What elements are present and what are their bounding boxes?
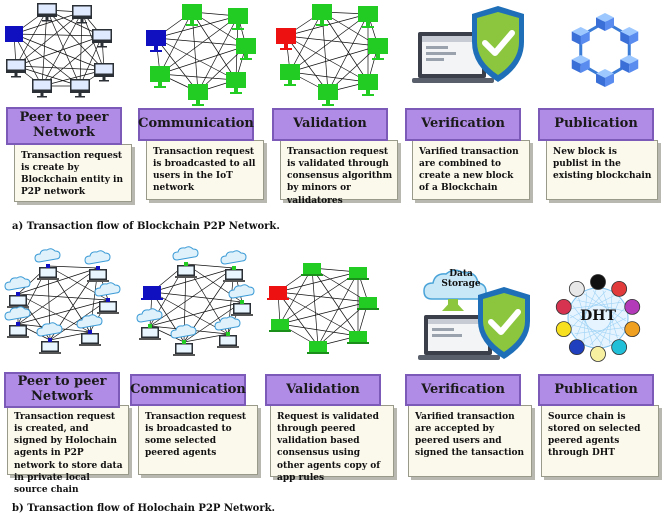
stage-description: Source chain is stored on selected peere… <box>541 405 659 477</box>
dht-label: DHT <box>580 308 616 324</box>
stage-label-publication: Publication <box>538 108 654 141</box>
stage-description: Varified transaction are accepted by pee… <box>408 405 532 477</box>
stage-description: Transaction request is create by Blockch… <box>14 144 132 202</box>
stage-label-peer-to-peer: Peer to peer Network <box>6 107 122 145</box>
holochain-validation-image <box>267 263 379 354</box>
stage-description: Transaction request is broadcasted to al… <box>146 140 264 200</box>
data-storage-label: Data Storage <box>441 269 481 289</box>
holochain-communication-image <box>136 246 255 356</box>
stage-label-verification: Verification <box>405 108 521 141</box>
stage-label-publication: Publication <box>538 374 654 406</box>
stage-label-validation: Validation <box>265 374 381 406</box>
stage-label-communication: Communication <box>138 108 254 141</box>
stage-description: Transaction request is broadcasted to so… <box>138 405 258 475</box>
dht-ring-icon <box>555 274 641 362</box>
stage-description: New block is publist in the existing blo… <box>546 140 658 200</box>
data-storage-verification-icon <box>418 269 530 360</box>
communication-network-image <box>146 4 256 106</box>
stage-description: Varified transaction are combined to cre… <box>412 140 530 200</box>
verification-shield-icon <box>412 6 524 83</box>
stage-label-communication: Communication <box>130 374 246 406</box>
holochain-agent-network-image <box>4 248 121 354</box>
stage-description: Request is validated through peered vali… <box>270 405 394 483</box>
stage-description: Transaction request is created, and sign… <box>7 405 129 495</box>
blockchain-cubes-icon <box>571 13 639 87</box>
stage-description: Transaction request is validated through… <box>280 140 398 206</box>
validation-network-image <box>276 4 388 106</box>
stage-label-verification: Verification <box>405 374 521 406</box>
p2p-computer-network-image <box>5 3 114 98</box>
caption-blockchain: a) Transaction flow of Blockchain P2P Ne… <box>12 221 280 232</box>
stage-label-validation: Validation <box>272 108 388 141</box>
stage-label-peer-to-peer: Peer to peer Network <box>4 372 120 408</box>
caption-holochain: b) Transaction flow of Holochain P2P Net… <box>12 503 275 514</box>
